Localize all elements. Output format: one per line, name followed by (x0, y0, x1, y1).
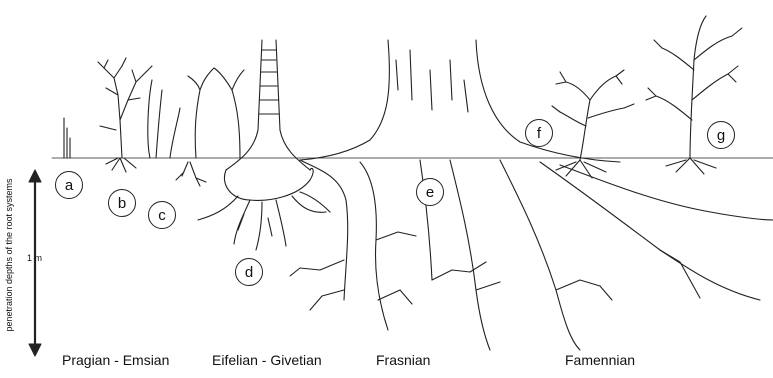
depth-arrow (29, 170, 41, 356)
plant-b (98, 58, 152, 172)
label-plant-g: g (707, 121, 735, 149)
label-plant-b: b (108, 189, 136, 217)
label-plant-a: a (55, 171, 83, 199)
stage-label-frasnian: Frasnian (376, 352, 430, 368)
stage-label-famennian: Famennian (565, 352, 635, 368)
plant-c (148, 68, 244, 186)
depth-scale-label: 1 m (27, 253, 42, 263)
plant-f (552, 70, 634, 178)
depth-axis-label: penetration depths of the root systems (4, 178, 14, 331)
stage-label-pragian-emsian: Pragian - Emsian (62, 352, 169, 368)
stage-label-eifelian-givetian: Eifelian - Givetian (212, 352, 322, 368)
plant-a (64, 118, 70, 158)
label-plant-d: d (235, 258, 263, 286)
plant-e (290, 40, 773, 350)
label-plant-e: e (416, 178, 444, 206)
plant-g (646, 16, 742, 174)
label-plant-f: f (525, 119, 553, 147)
label-plant-c: c (148, 201, 176, 229)
